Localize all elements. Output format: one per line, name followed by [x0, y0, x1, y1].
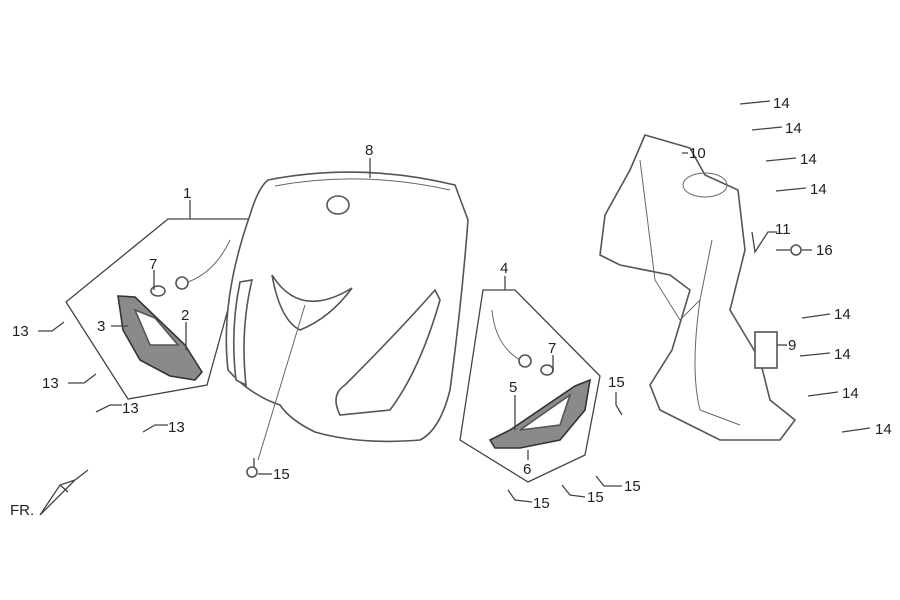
callout-8: 8 [365, 142, 373, 159]
callout-11: 11 [775, 221, 791, 238]
callout-9: 9 [788, 337, 796, 354]
clip-icon [751, 231, 777, 254]
callout-15: 15 [273, 466, 290, 483]
callout-7: 7 [548, 340, 556, 357]
callout-13: 13 [122, 400, 139, 417]
callout-14: 14 [842, 385, 859, 402]
bolt-icon [790, 244, 802, 256]
callout-13: 13 [42, 375, 59, 392]
screw-14-icon [751, 126, 783, 131]
bulb-icon [150, 285, 166, 297]
screw-14-icon [801, 313, 831, 319]
callout-16: 16 [816, 242, 833, 259]
callout-14: 14 [834, 346, 851, 363]
screw-14-icon [775, 187, 807, 192]
callout-15: 15 [533, 495, 550, 512]
callout-14: 14 [773, 95, 790, 112]
callout-14: 14 [875, 421, 892, 438]
callout-2: 2 [181, 307, 189, 324]
screw-13-icon [95, 404, 122, 413]
bulb-icon [540, 364, 554, 376]
screw-14-icon [799, 352, 831, 357]
right-indicator-group [459, 276, 623, 503]
screw-13-icon [38, 321, 65, 332]
callout-14: 14 [810, 181, 827, 198]
screw-15-icon [561, 484, 586, 498]
screw-14-icon [841, 427, 871, 433]
callout-5: 5 [509, 379, 517, 396]
callout-6: 6 [523, 461, 531, 478]
callout-14: 14 [785, 120, 802, 137]
left-assy-frame [65, 218, 254, 400]
callout-14: 14 [800, 151, 817, 168]
sticker-icon [754, 331, 778, 369]
screw-15-icon [595, 475, 622, 487]
screw-14-icon [807, 391, 839, 397]
right-indicator-lamp [488, 378, 592, 449]
callout-7: 7 [149, 256, 157, 273]
callout-15: 15 [608, 374, 625, 391]
left-indicator-group [38, 200, 254, 433]
screw-14-icon [739, 100, 771, 105]
callout-1: 1 [183, 185, 191, 202]
screw-14-icon [765, 157, 797, 162]
screw-15-icon [615, 392, 623, 416]
inner-cover [599, 100, 871, 441]
callout-3: 3 [97, 318, 105, 335]
callout-4: 4 [500, 260, 508, 277]
callout-labels: 1 2 3 7 13 13 13 13 8 15 4 7 5 6 15 15 1… [12, 95, 892, 512]
callout-13: 13 [12, 323, 29, 340]
screw-13-icon [142, 424, 168, 433]
emblem-icon [326, 195, 350, 215]
callout-13: 13 [168, 419, 185, 436]
front-cover [225, 158, 469, 478]
callout-14: 14 [834, 306, 851, 323]
front-marker-label: FR. [10, 502, 34, 519]
front-direction-marker: FR. [10, 469, 89, 519]
screw-13-icon [68, 373, 97, 384]
callout-15: 15 [587, 489, 604, 506]
callout-15: 15 [624, 478, 641, 495]
right-assy-frame [459, 289, 601, 483]
screw-15-icon [507, 489, 533, 503]
callout-10: 10 [689, 145, 706, 162]
